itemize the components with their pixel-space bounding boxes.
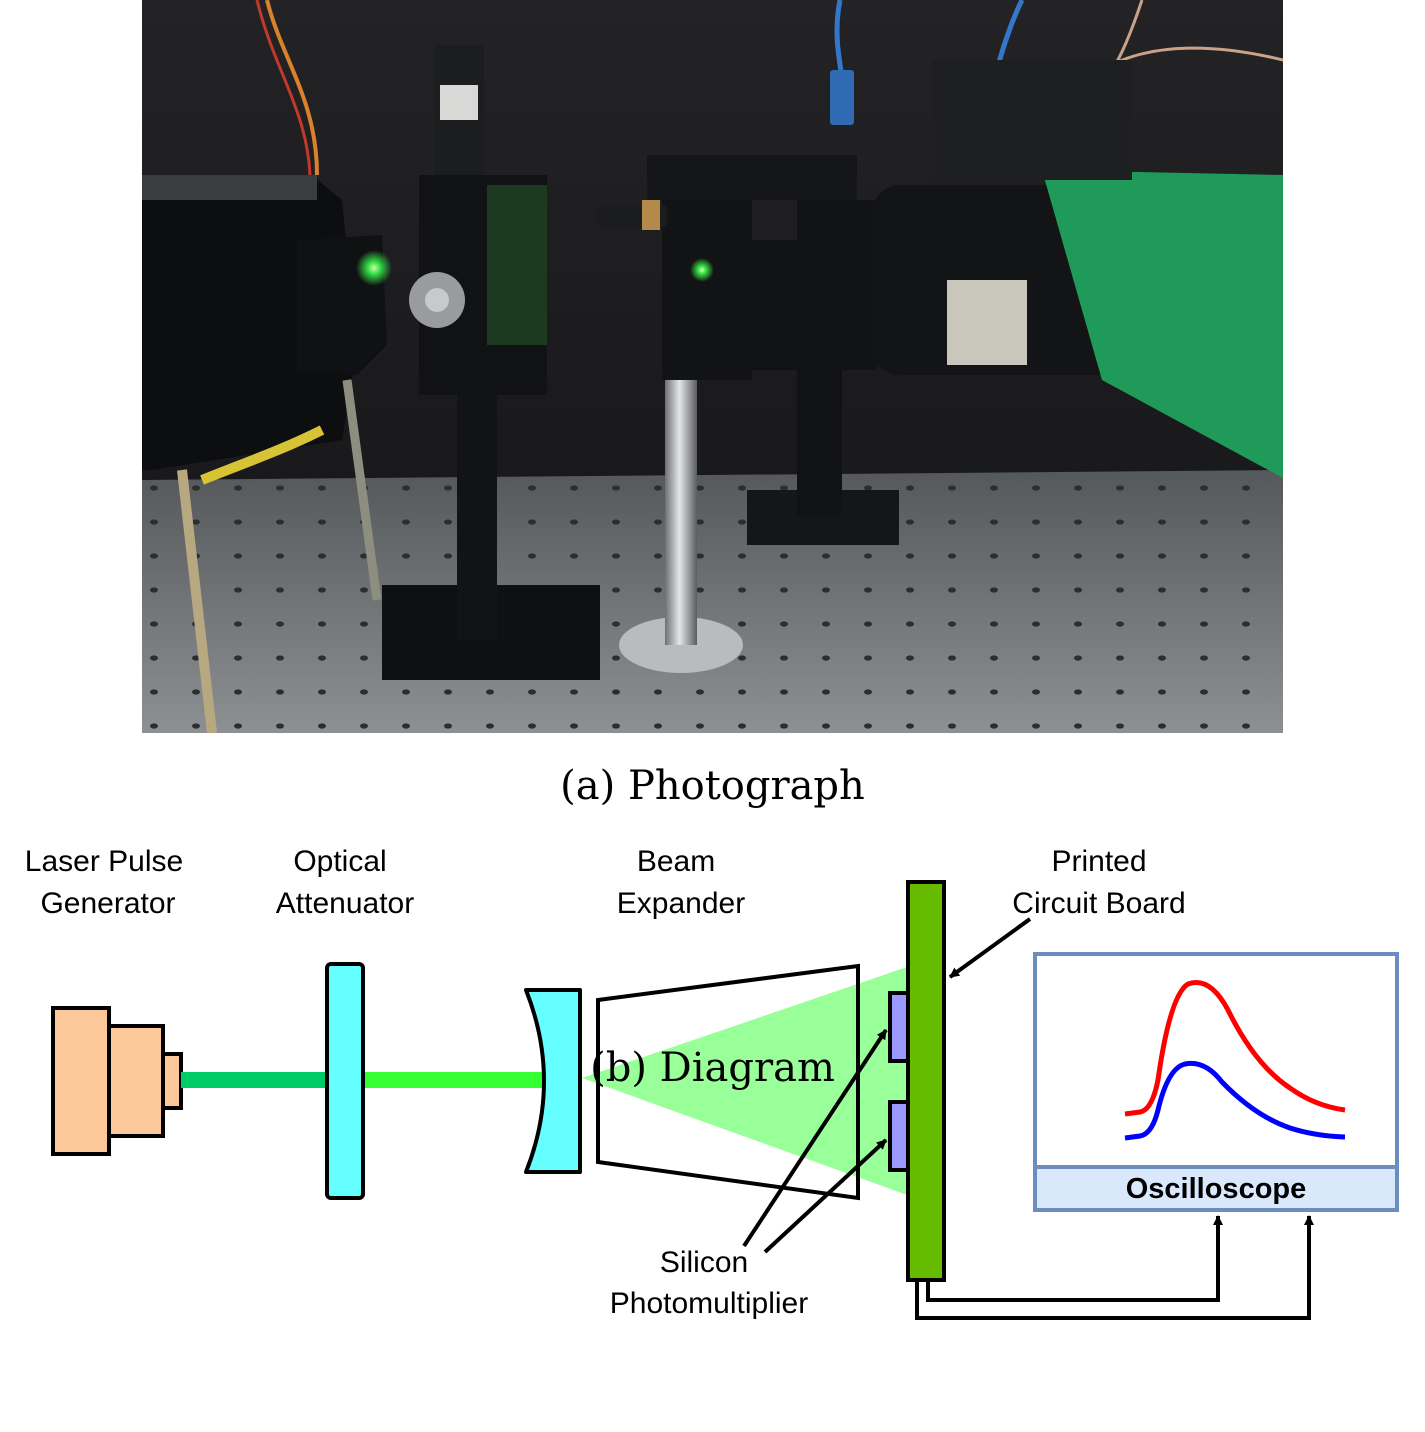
- expander-label-line1: Beam: [637, 845, 715, 878]
- signal-wire-1: [926, 1215, 1223, 1302]
- laser-label-line2: Generator: [40, 887, 175, 920]
- attenuator-label-line1: Optical: [293, 845, 386, 878]
- laser-generator-top: [142, 175, 317, 200]
- expander-top-bar: [647, 155, 857, 200]
- detector-post: [797, 355, 842, 515]
- printed-circuit-board: [906, 880, 946, 1282]
- laser-aperture-glow: [356, 250, 392, 286]
- laser-label-line1: Laser Pulse: [25, 845, 183, 878]
- expander-post-rod: [665, 380, 697, 645]
- cable-red: [255, 0, 312, 176]
- expander-label-line2: Expander: [617, 887, 745, 920]
- cable-orange: [265, 0, 319, 176]
- expanded-beam-cone: [582, 966, 910, 1196]
- sipm-top-pointer-arrow: [742, 1028, 888, 1248]
- setup-diagram: Laser Pulse Generator Optical Attenuator…: [25, 845, 1399, 1320]
- detector-housing: [932, 60, 1132, 180]
- pcb-label-line2: Circuit Board: [1012, 887, 1185, 920]
- expander-adjuster-brass: [642, 200, 660, 230]
- beam-expander-body: [596, 963, 860, 1201]
- oscilloscope-label: Oscilloscope: [1126, 1173, 1307, 1205]
- optical-attenuator-plate: [325, 962, 365, 1200]
- micrometer-scale: [440, 85, 478, 120]
- yellow-cable: [200, 425, 325, 485]
- attenuator-filter-holder: [487, 185, 547, 345]
- signal-wire-2: [915, 1215, 1314, 1320]
- sipm-bottom-pointer-arrow: [763, 1138, 888, 1254]
- beam-after-attenuator: [361, 1072, 582, 1088]
- laser-generator-body: [51, 1006, 111, 1156]
- blue-connector: [830, 70, 854, 125]
- detector-lens-ring-2: [797, 200, 877, 370]
- sipm-label-line1: Silicon: [660, 1246, 748, 1279]
- beam-before-attenuator: [181, 1072, 361, 1088]
- pcb-label-line1: Printed: [1051, 845, 1146, 878]
- attenuator-knob-center: [425, 288, 449, 312]
- red-signal-trace: [1124, 980, 1346, 1117]
- sipm-top: [888, 991, 910, 1063]
- oscilloscope-label-bar: [1033, 1165, 1399, 1212]
- breadboard-holes: [142, 470, 1283, 733]
- photo-caption: (a) Photograph: [560, 763, 865, 809]
- sipm-label-line2: Photomultiplier: [610, 1287, 808, 1320]
- blue-signal-trace: [1124, 1060, 1346, 1141]
- expander-mount-plate: [662, 195, 752, 380]
- expander-beam-spot: [690, 258, 714, 282]
- sipm-bottom: [888, 1100, 910, 1172]
- lab-setup-photograph: [142, 0, 1283, 733]
- support-rod-left: [342, 379, 382, 601]
- support-rod-left-2: [177, 469, 217, 733]
- beam-expander-concave-lens: [524, 988, 582, 1174]
- pcb-board-photo: [1042, 170, 1283, 478]
- detector-lens-sticker: [947, 280, 1027, 365]
- diagram-caption: (b) Diagram: [590, 1045, 835, 1091]
- pcb-pointer-arrow: [948, 917, 1032, 979]
- detector-lens-ring-1: [752, 240, 802, 370]
- attenuator-label-line2: Attenuator: [276, 887, 414, 920]
- laser-generator-middle: [107, 1024, 165, 1138]
